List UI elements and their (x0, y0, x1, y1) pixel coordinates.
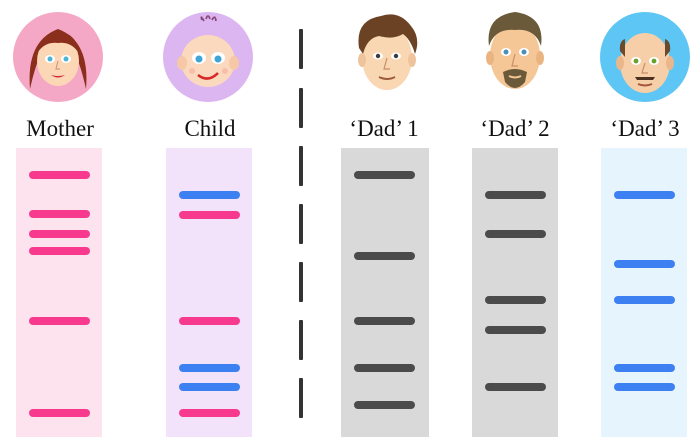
dad3-band (614, 383, 675, 391)
dad1-band (354, 171, 415, 179)
dad3-label: ‘Dad’ 3 (610, 116, 680, 141)
divider-dash (299, 146, 303, 186)
child-band-pink (179, 409, 240, 417)
divider-dash (299, 378, 303, 418)
divider-dash (299, 262, 303, 302)
mother-band (29, 230, 90, 238)
mother-face-icon (12, 11, 104, 103)
child-lane (166, 148, 252, 437)
mother-band (29, 317, 90, 325)
dad3-band (614, 260, 675, 268)
dad1-face-icon (341, 6, 433, 98)
dad1-band (354, 401, 415, 409)
divider-dash (299, 320, 303, 360)
mother-band (29, 247, 90, 255)
dad1-lane (341, 148, 429, 437)
dad3-band (614, 364, 675, 372)
divider-dash (299, 29, 303, 69)
dad3-band (614, 191, 675, 199)
child-band-blue (179, 364, 240, 372)
divider-dash (299, 88, 303, 128)
dad3-band (614, 296, 675, 304)
mother-band (29, 409, 90, 417)
mother-label: Mother (26, 116, 94, 141)
child-band-blue (179, 383, 240, 391)
dad3-lane (601, 148, 687, 437)
child-label: Child (184, 116, 236, 141)
divider-dash (299, 204, 303, 244)
dad1-band (354, 364, 415, 372)
dad2-label: ‘Dad’ 2 (480, 116, 550, 141)
mother-lane (16, 148, 102, 437)
child-band-blue (179, 191, 240, 199)
dad2-face-icon (469, 4, 561, 96)
dad2-band (485, 296, 546, 304)
dad2-band (485, 230, 546, 238)
dad1-band (354, 252, 415, 260)
child-face-icon (162, 11, 254, 103)
child-band-pink (179, 317, 240, 325)
dad2-band (485, 326, 546, 334)
child-band-pink (179, 211, 240, 219)
dad3-face-icon (599, 11, 691, 103)
dad2-band (485, 383, 546, 391)
dad2-lane (472, 148, 558, 437)
mother-band (29, 210, 90, 218)
mother-band (29, 171, 90, 179)
dad1-band (354, 317, 415, 325)
dad1-label: ‘Dad’ 1 (349, 116, 419, 141)
dad2-band (485, 191, 546, 199)
